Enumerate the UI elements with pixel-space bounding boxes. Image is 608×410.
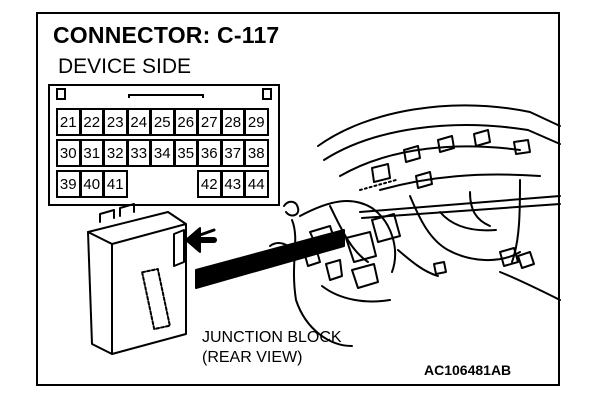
connector-pin-39: 39 xyxy=(56,170,81,198)
connector-pin-24: 24 xyxy=(126,108,151,136)
connector-side-label: DEVICE SIDE xyxy=(58,55,192,78)
connector-title: CONNECTOR: C-117 xyxy=(53,22,280,48)
connector-pin-22: 22 xyxy=(79,108,104,136)
connector-latch-right xyxy=(262,88,272,100)
connector-latch-left xyxy=(56,88,66,100)
connector-pin-38: 38 xyxy=(244,139,269,167)
connector-pin-36: 36 xyxy=(197,139,222,167)
dashboard-linework xyxy=(269,104,561,347)
connector-pin-29: 29 xyxy=(244,108,269,136)
diagram-frame xyxy=(36,12,560,386)
connector-key-slot xyxy=(128,94,204,98)
connector-pin-44: 44 xyxy=(244,170,269,198)
connector-pin-31: 31 xyxy=(79,139,104,167)
figure-code: AC106481AB xyxy=(424,362,512,378)
connector-pin-33: 33 xyxy=(126,139,151,167)
junction-block-view-label: (REAR VIEW) xyxy=(202,349,303,366)
junction-block-unit xyxy=(87,203,187,355)
connector-pin-25: 25 xyxy=(150,108,175,136)
connector-pin-41: 41 xyxy=(103,170,128,198)
junction-block-label: JUNCTION BLOCK xyxy=(202,329,342,346)
connector-pin-30: 30 xyxy=(56,139,81,167)
